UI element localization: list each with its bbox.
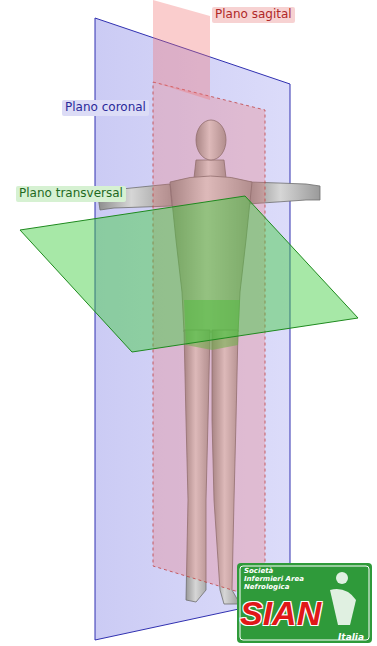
logo-text-box: Italia [338,625,364,644]
plane-label: Plano sagital [212,7,295,23]
logo-text-box: Società Infermieri Area Nefrologica [244,567,310,593]
logo-text: Italia [338,632,364,642]
logo [237,563,372,643]
plane-label-box: Plano transversal [16,182,126,202]
plane-label-box: Plano sagital [212,3,295,23]
logo-text: Società Infermieri Area Nefrologica [244,567,310,591]
logo-wordmark: SIAN [240,596,321,630]
logo-wordmark-box: SIAN [240,596,321,630]
transversal-plane [20,196,358,352]
plane-label: Plano coronal [62,100,149,116]
plane-label: Plano transversal [16,186,126,202]
plane-label-box: Plano coronal [62,96,149,116]
